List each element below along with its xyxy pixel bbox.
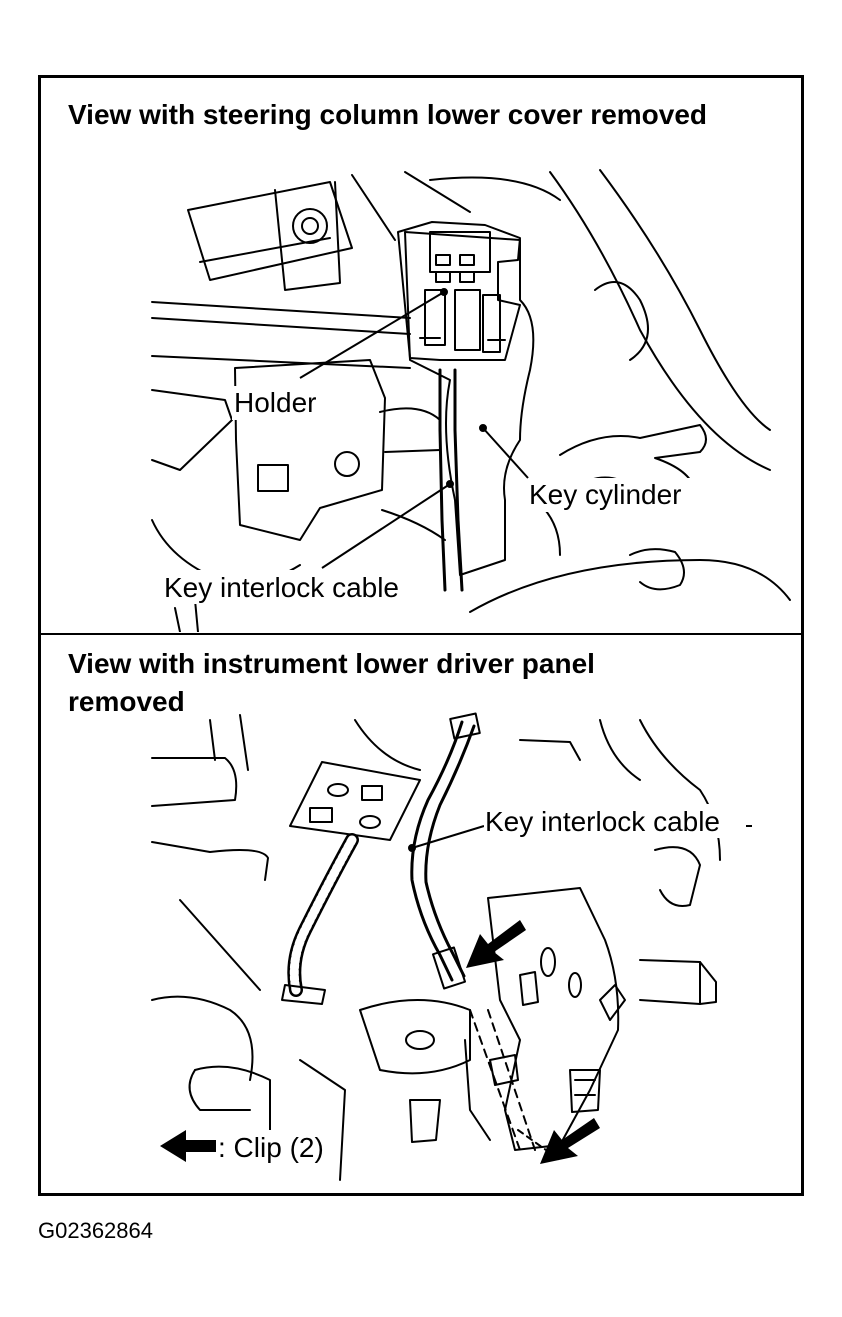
clip-legend-label: : Clip (2)	[218, 1132, 324, 1163]
holder-label: Holder	[234, 387, 316, 418]
bracket-bolt	[292, 208, 328, 244]
column-cover	[234, 359, 386, 541]
bottom-panel-drawing	[151, 712, 721, 1181]
holder-body	[397, 221, 521, 361]
key-interlock-cable-label-bottom: Key interlock cable	[485, 806, 720, 837]
brake-pedal-lever	[487, 887, 620, 1151]
interlock-cable-line	[438, 368, 447, 592]
column-rail	[151, 301, 411, 319]
key-cylinder-label: Key cylinder	[529, 479, 682, 510]
column-bracket	[187, 181, 353, 281]
clip-arrow-lower	[540, 1118, 600, 1164]
clip-legend-arrow	[160, 1130, 216, 1162]
figure-frame	[38, 75, 804, 1196]
pedal-rod	[639, 959, 717, 1005]
key-interlock-cable-label-top: Key interlock cable	[164, 572, 399, 603]
figure-id: G02362864	[38, 1218, 153, 1243]
key-cylinder-body	[404, 231, 535, 576]
bottom-panel-title: View with instrument lower driver panel …	[68, 648, 595, 717]
clip-arrow-upper	[466, 920, 526, 968]
mount-bracket	[289, 761, 421, 841]
dash-edge	[549, 171, 771, 471]
cover-hole	[334, 451, 360, 477]
lower-bracket	[359, 999, 471, 1075]
interlock-cable-bottom	[410, 720, 464, 982]
top-panel-title: View with steering column lower cover re…	[68, 99, 708, 130]
top-panel-leaders	[299, 288, 529, 569]
cover-slot	[257, 464, 289, 492]
top-panel-drawing	[151, 169, 791, 632]
panel-divider	[38, 633, 804, 635]
